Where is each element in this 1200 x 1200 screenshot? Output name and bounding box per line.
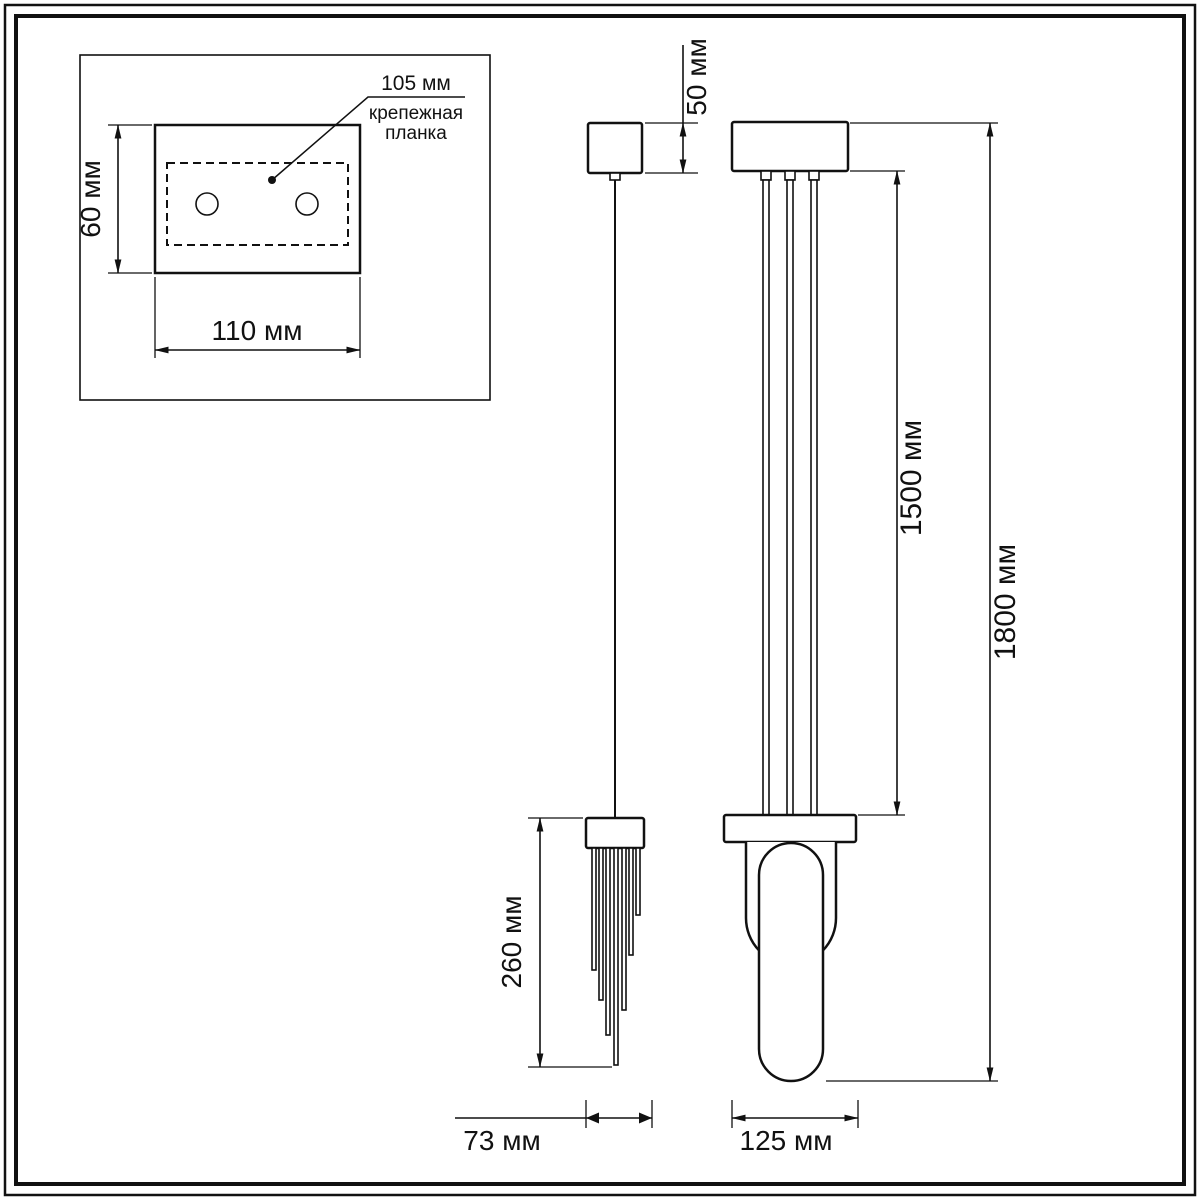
canopy-side	[586, 121, 644, 175]
wire-connector-side	[609, 172, 621, 181]
suspension-rods	[762, 179, 818, 816]
mounting-plate-dashed-outline	[166, 162, 349, 246]
overall-height-label: 1800 мм	[989, 544, 1022, 660]
dimension-plate-width: 110 мм	[154, 277, 361, 358]
dimension-shade-height: 260 мм	[496, 817, 612, 1068]
inset-box	[79, 54, 491, 401]
page-frame	[3, 3, 1197, 1197]
lamp-head-side	[584, 816, 646, 850]
shade-height-label: 260 мм	[496, 896, 527, 989]
dimension-suspension-length: 1500 мм	[850, 170, 928, 816]
mounting-plate	[153, 123, 362, 275]
hole-spacing-label: 105 мм	[381, 72, 451, 95]
dimension-side-width: 73 мм	[455, 1100, 653, 1156]
canopy-height-label: 50 мм	[681, 38, 712, 115]
dimension-front-width: 125 мм	[731, 1100, 859, 1156]
outer-border	[3, 3, 1197, 1197]
plate-caption-line1: крепежная	[369, 103, 463, 124]
side-width-label: 73 мм	[463, 1125, 540, 1156]
suspension-length-label: 1500 мм	[895, 420, 928, 536]
plate-height-label: 60 мм	[75, 160, 106, 237]
inner-loop-tube	[757, 841, 825, 1083]
front-width-label: 125 мм	[740, 1125, 833, 1156]
mounting-plate-inset: 105 мм крепежная планка 60 мм 110 мм	[75, 54, 491, 401]
plate-caption-line2: планка	[385, 123, 447, 144]
leader-line	[271, 96, 465, 181]
rod-connectors	[760, 170, 820, 181]
cascade-tubes	[591, 847, 641, 1066]
dimension-canopy-height: 50 мм	[645, 38, 712, 174]
lamp-bar-front	[722, 813, 858, 844]
plate-width-label: 110 мм	[212, 315, 303, 346]
dimension-overall-height: 1800 мм	[826, 122, 1022, 1082]
dimension-plate-height: 60 мм	[75, 124, 152, 274]
pendant-front-view: 1500 мм 1800 мм 125 мм	[722, 120, 1022, 1156]
canopy-front	[730, 120, 850, 173]
inner-border	[14, 14, 1186, 1186]
mounting-hole-left	[195, 192, 219, 216]
mounting-hole-right	[295, 192, 319, 216]
pendant-side-view: 50 мм 260 мм 73 мм	[455, 38, 712, 1156]
